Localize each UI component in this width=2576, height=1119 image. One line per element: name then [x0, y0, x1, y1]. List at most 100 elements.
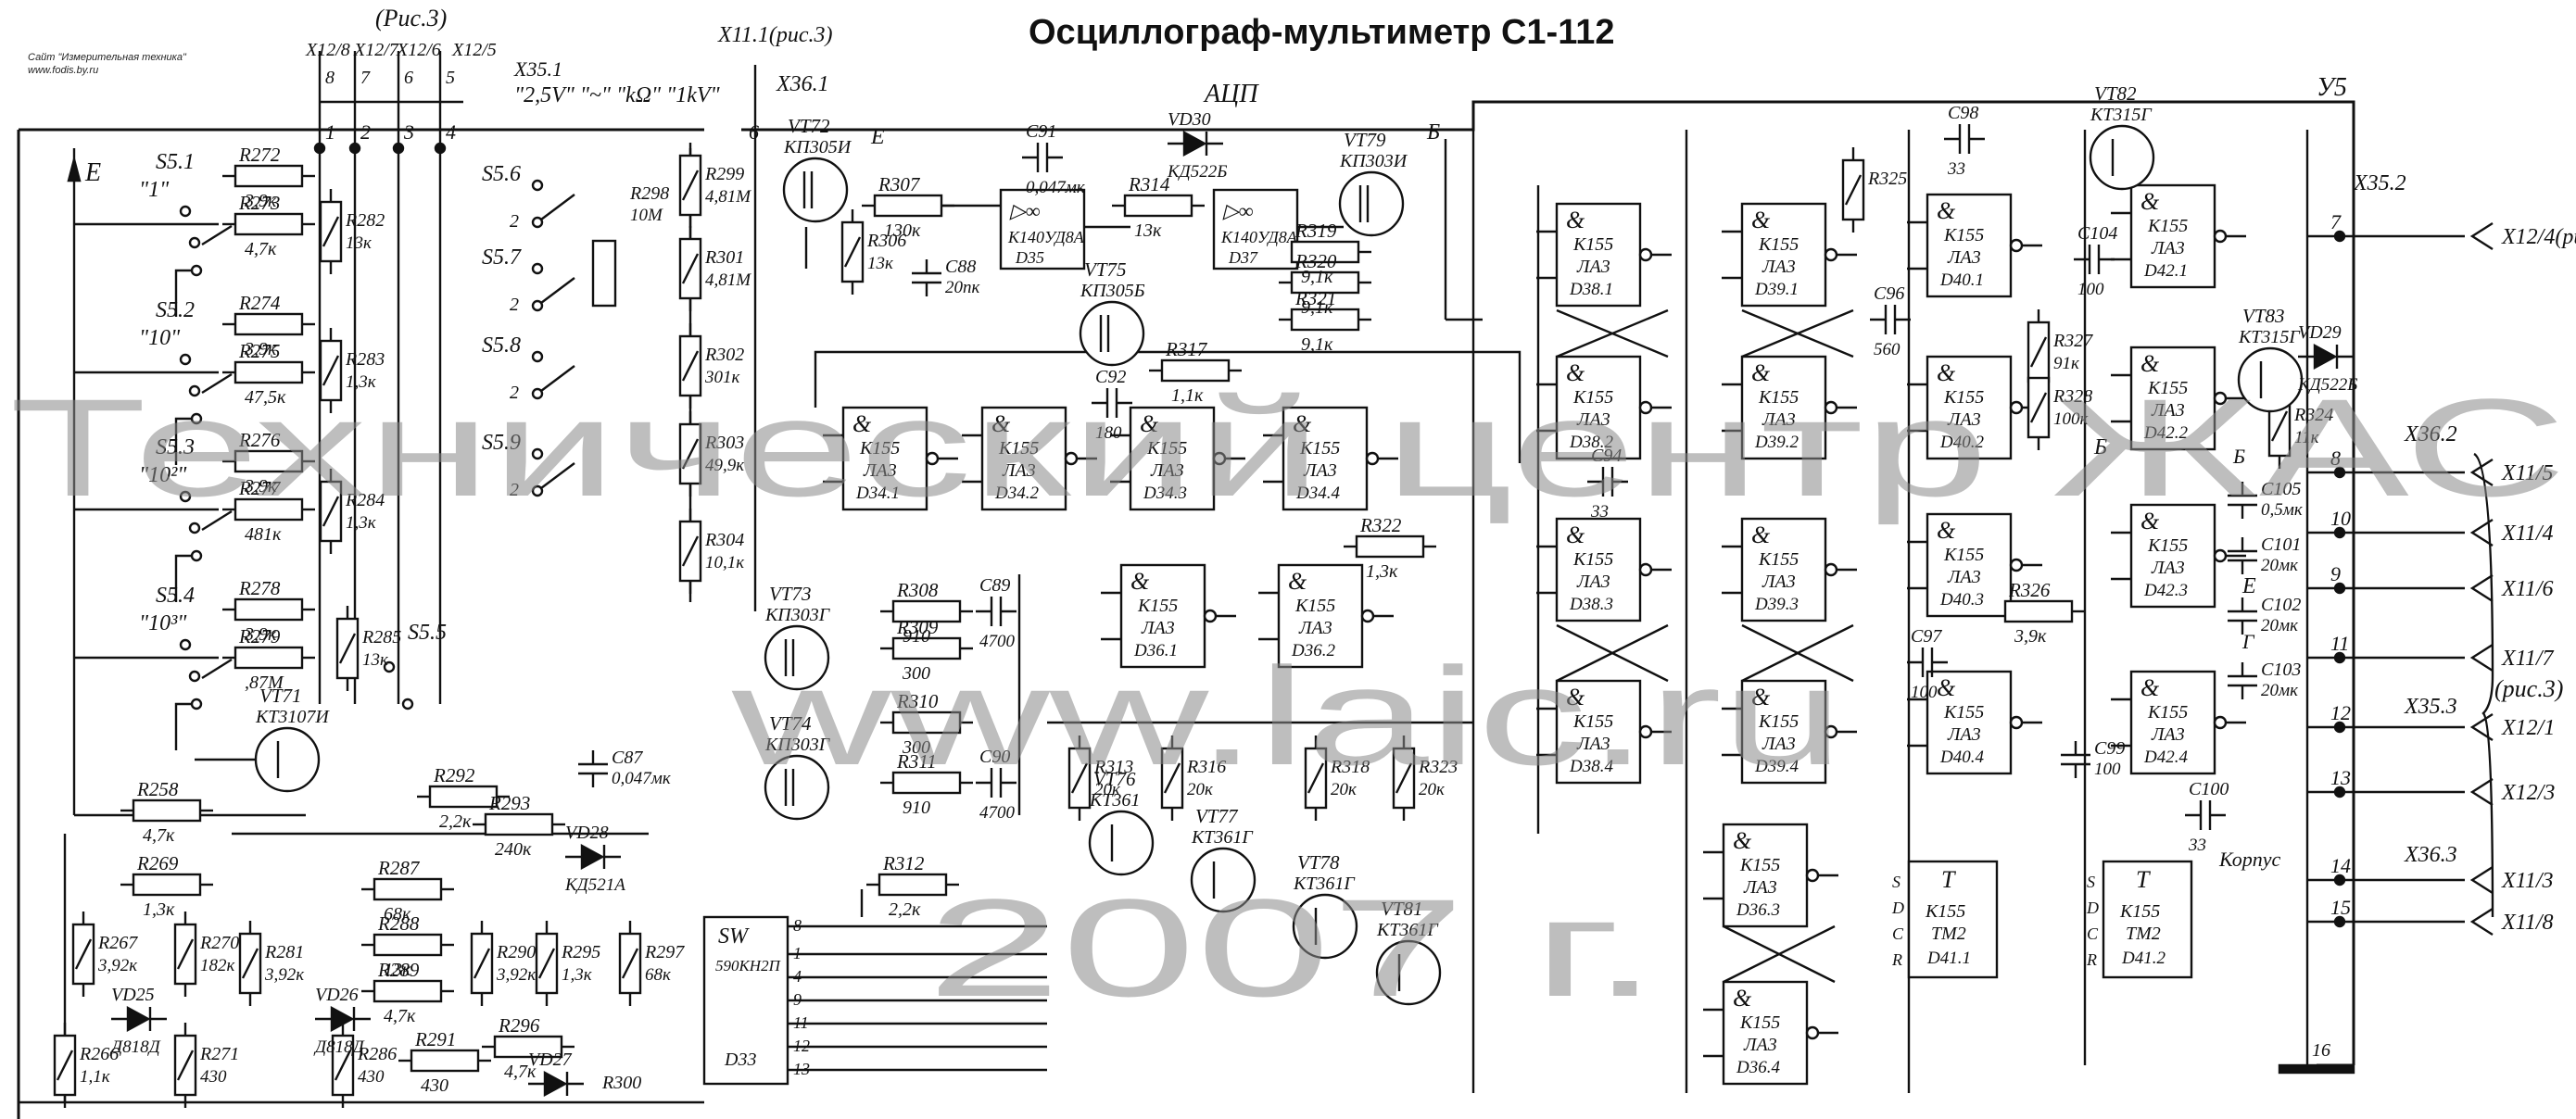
- resistor: [132, 798, 202, 823]
- resistor-ref: R285: [361, 627, 401, 648]
- gate-type: ЛА3: [1576, 257, 1610, 277]
- connector-arrow: [2469, 907, 2494, 937]
- transistor-type: КТ361Г: [1376, 920, 1439, 940]
- pin-number: 5: [446, 68, 455, 88]
- resistor-ref: R275: [238, 340, 280, 362]
- capacitor-ref: C102: [2261, 595, 2301, 615]
- arrow-head: [67, 155, 82, 182]
- resistor-mark: [338, 633, 357, 664]
- transistor-type: КТ361Г: [1191, 827, 1254, 848]
- resistor-ref: R270: [199, 933, 239, 953]
- switch-contact: [531, 262, 544, 275]
- connector-label: Х11/7: [2501, 647, 2555, 671]
- flip-flop: [2102, 860, 2193, 979]
- junction-dot: [348, 142, 361, 155]
- gate-symbol: &: [2140, 350, 2160, 377]
- switch-contact: [179, 490, 192, 503]
- resistor-value: 1,1к: [1171, 385, 1204, 406]
- gate-inversion-bubble: [2213, 715, 2228, 730]
- flip-flop: [1907, 860, 1999, 979]
- capacitor-ref: C100: [2189, 779, 2229, 799]
- transistor-body: [254, 726, 321, 793]
- gate-symbol: &: [1733, 827, 1752, 854]
- resistor: [234, 449, 304, 473]
- resistor-ref: R325: [1867, 169, 1907, 189]
- resistor-ref: R269: [136, 852, 179, 874]
- switch-contact: [531, 387, 544, 400]
- gate-symbol: &: [1566, 359, 1585, 386]
- switch-contact: [179, 205, 192, 218]
- capacitor-ref: C105: [2261, 479, 2301, 499]
- gate-inversion-bubble: [2009, 715, 2024, 730]
- resistor-value: 20к: [1187, 780, 1214, 799]
- pin-number: 12: [2330, 701, 2351, 724]
- gate-type: К155: [1299, 438, 1340, 459]
- resistor-value: 10,1к: [705, 553, 745, 572]
- nand-gate: [1740, 679, 1827, 785]
- flip-flop-pin: C: [1892, 924, 1904, 943]
- connector-label: Х12/8: [305, 40, 350, 60]
- switch-contact: [188, 522, 201, 534]
- resistor-ref: R313: [1093, 757, 1133, 777]
- wire: [1741, 308, 1854, 358]
- gate-type: ЛА3: [2151, 558, 2185, 578]
- gate-type: К155: [2147, 216, 2188, 236]
- connector-label: Х12/4(рис.3): [2501, 225, 2576, 249]
- nand-gate: [1926, 670, 2013, 775]
- resistor-value: 13к: [346, 233, 373, 253]
- resistor-ref: R291: [414, 1028, 456, 1050]
- gate-inversion-bubble: [1064, 451, 1079, 466]
- gate-type: К155: [1572, 549, 1613, 570]
- resistor: [428, 785, 499, 809]
- diode-ref: VD27: [528, 1050, 573, 1070]
- gate-ref: D38.1: [1569, 280, 1613, 299]
- resistor-value: 1,3к: [143, 899, 175, 920]
- gate-ref: D34.1: [855, 484, 900, 503]
- flip-flop-type: ТМ2: [2126, 924, 2161, 944]
- components: [53, 124, 2494, 1098]
- pin-number: 8: [2330, 446, 2341, 470]
- switch-contact: [531, 179, 544, 192]
- flip-flop-pin: S: [2087, 873, 2095, 891]
- junction-dot: [2333, 915, 2346, 928]
- transistor-body: [2089, 124, 2155, 191]
- resistor-ref: R283: [345, 349, 385, 370]
- diode-ref: VD29: [2298, 322, 2342, 343]
- transistor-ref: VT72: [788, 115, 830, 137]
- connector-arrow: [2469, 712, 2494, 742]
- resistor-value: 4,7к: [504, 1062, 537, 1082]
- resistor-ref: R318: [1330, 757, 1370, 777]
- gate-inversion-bubble: [1365, 451, 1380, 466]
- resistor-value: 4,81М: [705, 187, 751, 207]
- resistor-ref: R323: [1418, 757, 1458, 777]
- gate-symbol: &: [1130, 568, 1150, 595]
- nand-gate: [1740, 355, 1827, 460]
- pin-number: 6: [404, 68, 413, 88]
- capacitor-ref: C90: [979, 747, 1010, 767]
- gate-type: ЛА3: [1947, 247, 1981, 268]
- resistor-value: 910: [903, 798, 930, 818]
- resistor-ref: R281: [264, 942, 304, 962]
- resistor-value: 300: [902, 663, 930, 684]
- resistor-mark: [1395, 762, 1413, 794]
- opamp-ref: D35: [1015, 248, 1044, 267]
- gate-symbol: &: [1293, 410, 1312, 437]
- resistor-value: 9,1к: [1301, 267, 1333, 287]
- resistor-mark: [843, 236, 862, 268]
- gate-symbol: &: [1751, 684, 1771, 710]
- resistor-mark: [334, 1050, 352, 1081]
- resistor-value: 1,3к: [346, 372, 377, 392]
- capacitor-value: 4700: [979, 632, 1016, 651]
- pin-number: 2: [510, 211, 519, 232]
- connector-label: Х12/3: [2501, 781, 2555, 805]
- switch-contact: [179, 353, 192, 366]
- gate-ref: D39.4: [1754, 757, 1799, 776]
- pin-number: 8: [325, 68, 335, 88]
- resistor-ref: R301: [704, 247, 744, 268]
- resistor: [234, 212, 304, 236]
- gate-symbol: &: [1566, 522, 1585, 548]
- flip-flop-pin: R: [1891, 950, 1902, 969]
- component-labels: S5.1"1"R2723,9кR2734,7кS5.2"10"R2743,9кR…: [79, 40, 2576, 1096]
- switch-label: S5.4: [156, 584, 195, 608]
- switch-contact: [531, 216, 544, 229]
